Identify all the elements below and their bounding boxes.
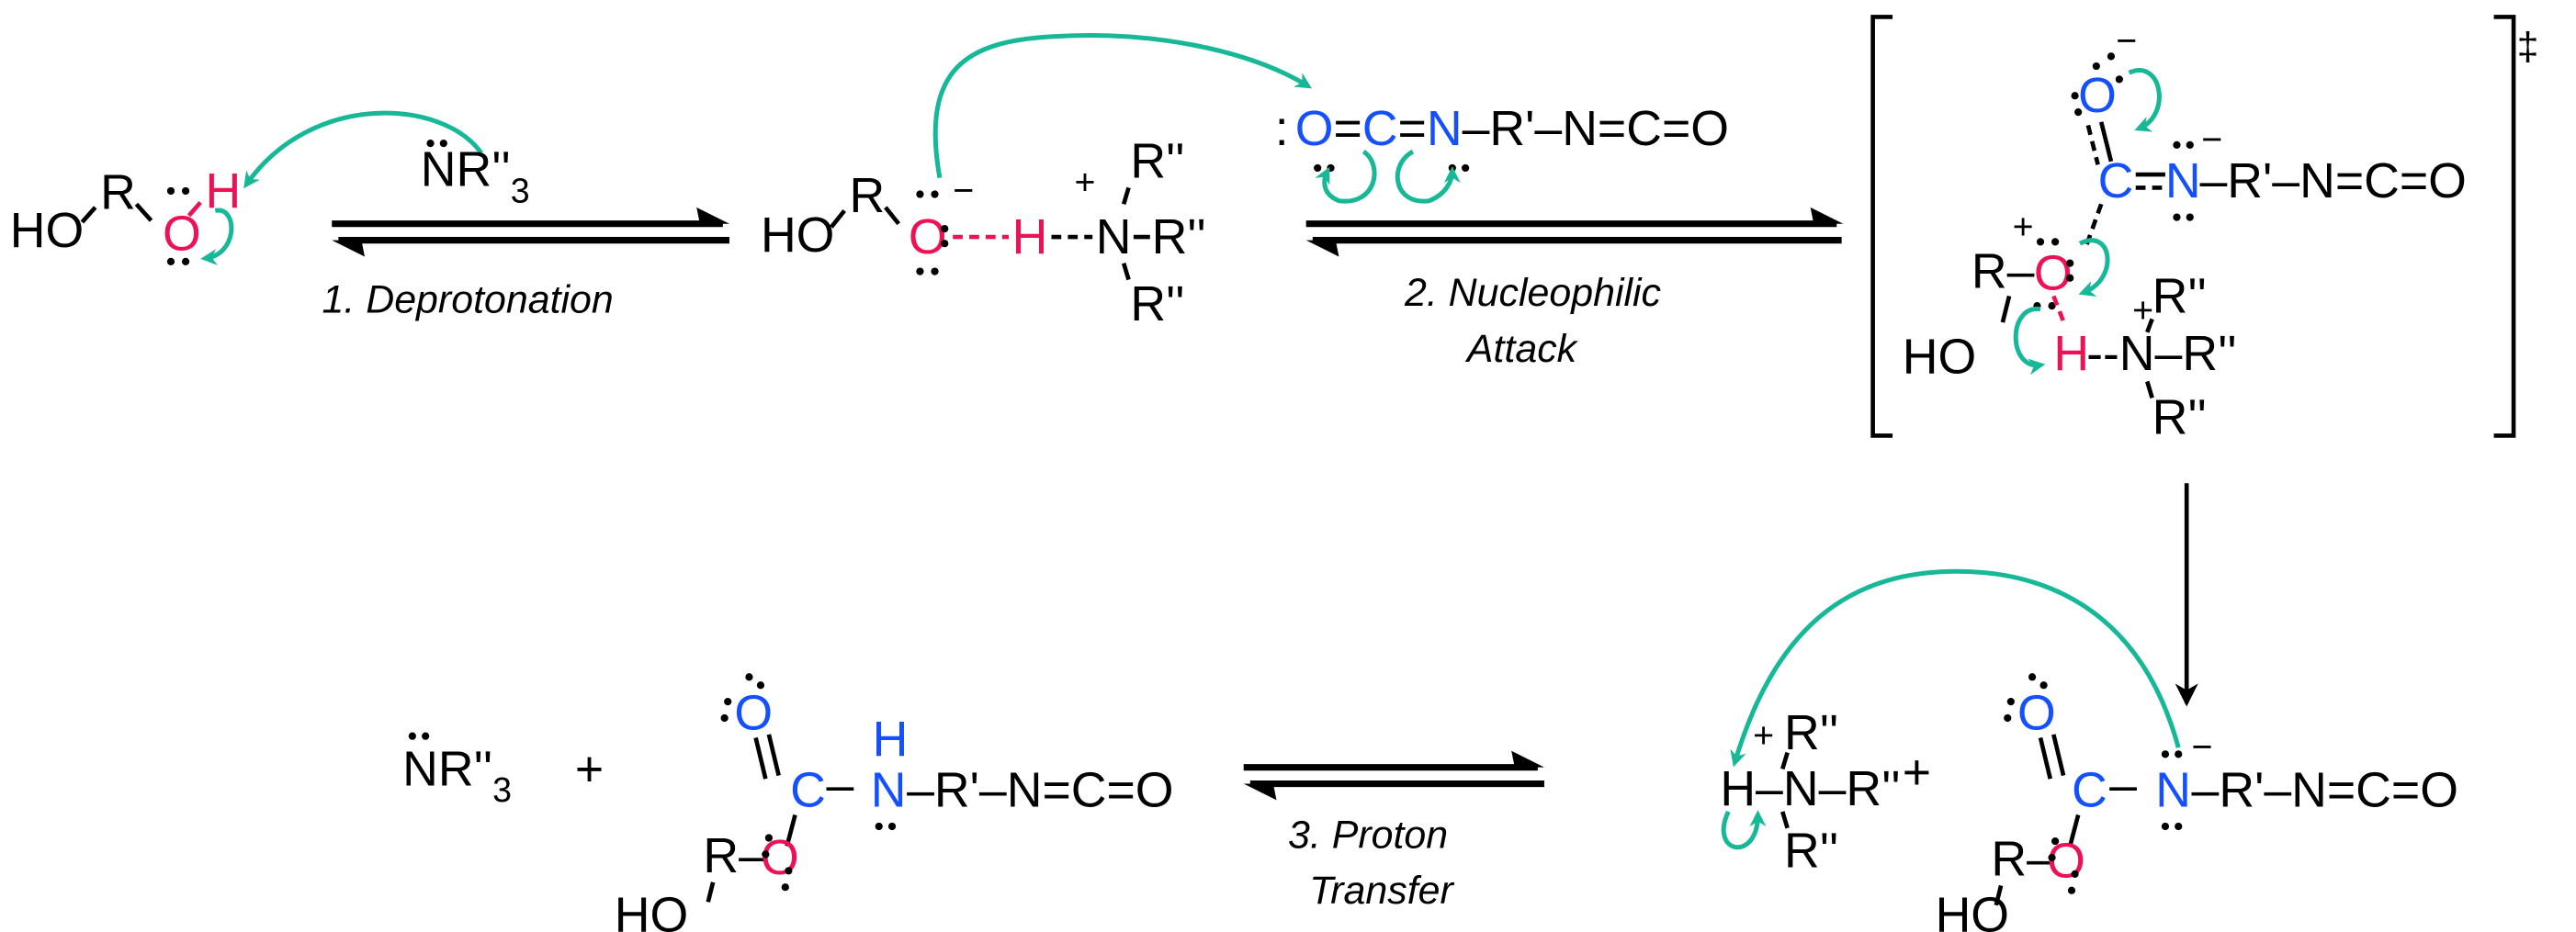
equilibrium-arrow-3: [1243, 750, 1544, 801]
ts-carbon: C: [2098, 153, 2134, 208]
bond: [830, 208, 846, 229]
diol-structure: HO R O H: [10, 110, 484, 265]
ts-r: R–: [1972, 243, 2035, 298]
alkoxide-ammonium-pair: HO R O − H N + R'' R'' R'': [761, 33, 1313, 331]
ammonium-n: N: [1096, 209, 1132, 264]
urethane-product: O C – N H –R'–N=C=O R– O HO: [615, 673, 1174, 932]
alkoxide-charge: −: [953, 170, 974, 210]
ts-nitrogen: N: [2165, 153, 2201, 208]
urethane-cn-bond: –: [826, 758, 853, 813]
alkoxide-ho: HO: [761, 208, 834, 263]
anion-carbon: C: [2072, 763, 2107, 818]
ts-oh-bond: [2051, 295, 2068, 327]
curved-arrow-deprotonation: [243, 110, 484, 189]
urethane-nh-hydrogen: H: [873, 712, 909, 767]
curved-arrow-oh-bond: [200, 208, 234, 265]
alkoxide-r: R: [850, 168, 886, 223]
urethane-ho: HO: [615, 887, 688, 932]
ts-chain: –R'–N=C=O: [2199, 153, 2466, 208]
step-2-label-line1: 2. Nucleophilic: [1404, 271, 1661, 315]
bond: [80, 206, 97, 224]
diisocyanate-text: :O=C=N–R'–N=C=O: [1275, 101, 1729, 156]
curved-arrow-co-bond: [1315, 149, 1377, 204]
ammonium-r-top: R'': [1784, 705, 1838, 760]
step-1-label: 1. Deprotonation: [322, 277, 614, 321]
regenerated-base: NR''3: [402, 732, 512, 809]
anion-carbonyl-oxygen: O: [2017, 686, 2056, 741]
bond: [884, 206, 900, 226]
ts-ammonium-charge: +: [2132, 290, 2153, 331]
ammonium-r-bottom: R'': [1130, 276, 1184, 331]
ts-r-bottom: R'': [2152, 390, 2207, 445]
step-3-label-line2: Transfer: [1309, 869, 1454, 913]
step-3-label-line1: 3. Proton: [1288, 813, 1448, 857]
ts-ho: HO: [1903, 329, 1976, 384]
anion-nitrogen: N: [2155, 763, 2191, 818]
plus-sign: +: [575, 741, 604, 796]
urethane-r: R–: [703, 828, 766, 883]
curved-arrow-nh-bond: [1721, 810, 1767, 850]
anion-ho: HO: [1936, 887, 2009, 932]
ammonium-r-right: R'': [1152, 209, 1206, 264]
diol-r: R: [100, 165, 136, 220]
curved-arrow-proton-transfer: [1730, 568, 2181, 768]
left-bracket: [1870, 15, 1893, 438]
ts-nitrogen-charge: −: [2201, 119, 2222, 160]
anion-r: R–: [1991, 832, 2054, 887]
base-amine: NR''3: [421, 139, 530, 210]
ammonium-r-bottom: R'': [1784, 824, 1838, 879]
ts-hydrogen: H: [2053, 326, 2089, 381]
ts-oxygen-charge: −: [2116, 21, 2137, 62]
ammonium-charge: +: [1075, 163, 1096, 203]
diol-oxygen: O: [163, 206, 201, 261]
equilibrium-arrow-1: [332, 207, 729, 257]
plus-sign: +: [1903, 745, 1931, 800]
ammonium-intermediate: H–N–R'' + R'' R'': [1720, 705, 1900, 879]
equilibrium-arrow-2: [1305, 207, 1844, 257]
ts-ammonium: --N–R'': [2086, 326, 2236, 381]
urethane-chain: –R'–N=C=O: [907, 763, 1173, 818]
right-bracket: [2493, 15, 2516, 438]
bond: [134, 202, 153, 222]
transition-state-dagger: ‡: [2517, 25, 2539, 69]
base-label: NR''3: [421, 142, 530, 210]
ammonium-r-top: R'': [1130, 134, 1184, 189]
step-2-label-line2: Attack: [1464, 327, 1579, 371]
transition-state: ‡ O − C N − –R'–N=C=O R– + O HO H --N–R'…: [1870, 15, 2539, 445]
ts-oxonium-charge: +: [2013, 207, 2034, 247]
urethane-carbonyl-oxygen: O: [734, 686, 773, 741]
ts-r-top: R'': [2152, 268, 2207, 323]
urethane-carbon: C: [790, 763, 826, 818]
alkoxide-oxygen: O: [909, 209, 947, 264]
curved-arrow-nucleophilic-attack: [932, 33, 1313, 179]
ts-oxygen: O: [2034, 245, 2073, 300]
o-h-bond: [186, 200, 202, 218]
anion-cn-bond: –: [2109, 758, 2137, 813]
ammonium-formula: H–N–R'': [1720, 761, 1900, 816]
diisocyanate: :O=C=N–R'–N=C=O: [1275, 101, 1729, 204]
anion-nitrogen-charge: −: [2192, 727, 2213, 768]
carbamate-anion: O C – N − –R'–N=C=O R– O HO: [1730, 568, 2458, 932]
ammonium-charge: +: [1753, 715, 1774, 756]
ts-top-oxygen: O: [2078, 68, 2117, 123]
urethane-nitrogen: N: [871, 763, 907, 818]
diol-ho: HO: [10, 203, 84, 258]
curved-arrow-oxonium: [2078, 238, 2110, 297]
anion-chain: –R'–N=C=O: [2192, 763, 2458, 818]
base-label: NR''3: [402, 741, 512, 809]
curved-arrow-co-pi: [2128, 68, 2162, 132]
curved-arrow-cn-bond: [1395, 149, 1461, 204]
alkoxide-hydrogen: H: [1012, 209, 1048, 264]
curved-arrow-oh-cleave: [2013, 307, 2046, 376]
